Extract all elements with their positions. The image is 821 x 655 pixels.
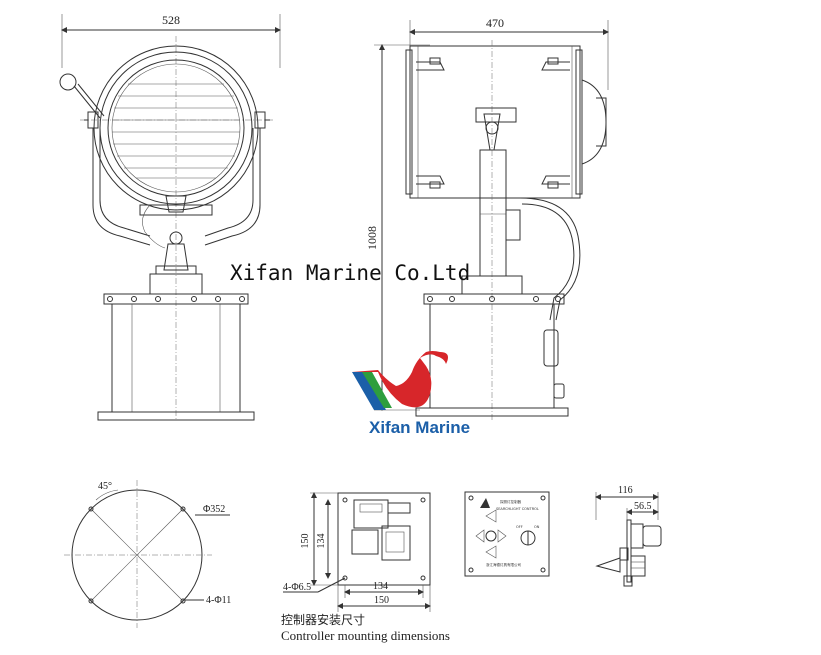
bolt-angle-label: 45° [98, 481, 112, 492]
watermark-text: Xifan Marine Co.Ltd [230, 261, 470, 285]
panel-header: 探照灯控制器 [500, 499, 521, 504]
bolt-circle-view: 45° Φ352 4-Φ11 [64, 480, 231, 628]
flange-bolts [107, 296, 245, 302]
brand-logo: Xifan Marine [352, 351, 470, 437]
direction-button [485, 530, 497, 542]
side-flange-bolts [427, 296, 561, 302]
bolt-circle-diameter-label: Φ352 [203, 504, 225, 515]
logo-text: Xifan Marine [369, 418, 470, 437]
controller-side-view: 116 56.5 [595, 485, 662, 587]
plate-width-outer: 150 [374, 595, 389, 606]
controller-depth-label: 116 [618, 485, 633, 496]
plate-holes-label: 4-Φ6.5 [283, 582, 311, 593]
side-view: 470 1008 [365, 16, 609, 420]
panel-logo-icon [480, 498, 490, 508]
lens-louvres [112, 83, 240, 179]
plate-width-inner: 134 [373, 581, 388, 592]
whale-logo-icon [352, 351, 448, 408]
mounting-plate-view: 150 134 134 150 4-Φ6.5 [283, 492, 431, 612]
controller-offset-label: 56.5 [634, 501, 652, 512]
switch-on-label: ON [534, 525, 540, 529]
panel-subheader: SEARCHLIGHT CONTROL [496, 507, 539, 511]
bolt-holes-label: 4-Φ11 [206, 595, 231, 606]
panel-footer: 浙江海德灯具有限公司 [486, 562, 521, 567]
switch-off-label: OFF [516, 525, 523, 529]
caption-chinese: 控制器安装尺寸 [281, 612, 365, 627]
lens-clamps [416, 57, 570, 189]
front-width-dimension: 528 [162, 13, 180, 27]
caption-english: Controller mounting dimensions [281, 628, 450, 643]
plate-height-inner: 134 [316, 534, 327, 549]
side-height-dimension: 1008 [365, 226, 379, 250]
control-panel-view: 探照灯控制器 SEARCHLIGHT CONTROL OFF ON 浙江海德灯具… [464, 491, 550, 577]
plate-height-outer: 150 [300, 534, 311, 549]
front-view: 528 [59, 13, 281, 421]
side-width-dimension: 470 [486, 16, 504, 30]
